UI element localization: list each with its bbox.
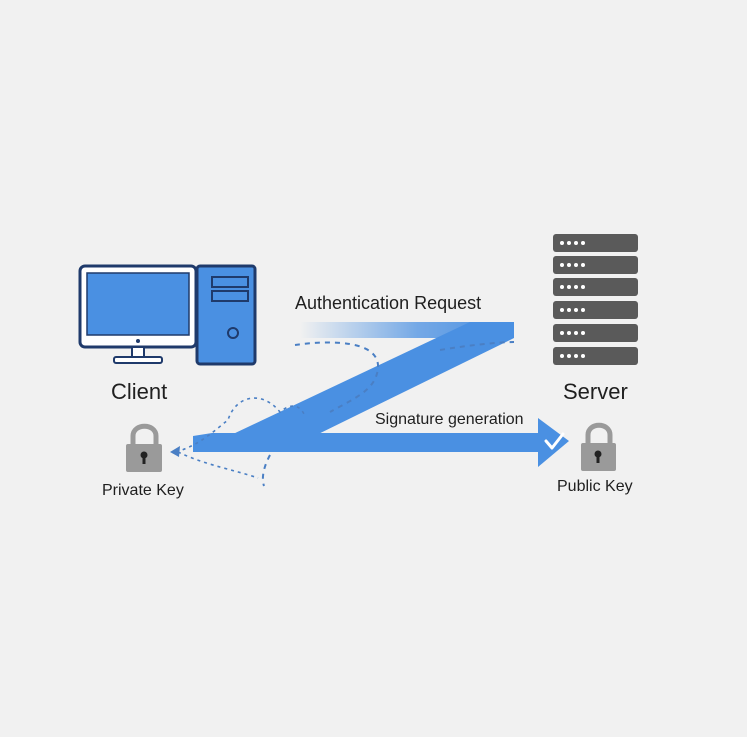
- server-unit: [553, 234, 638, 252]
- server-unit: [553, 347, 638, 365]
- signature-generation-label: Signature generation: [375, 411, 524, 428]
- dashed-cloud-path: [175, 397, 305, 479]
- server-unit: [553, 278, 638, 296]
- server-label: Server: [563, 379, 628, 404]
- server-unit: [553, 301, 638, 319]
- client-label: Client: [111, 379, 168, 404]
- checkmark-icon: [544, 432, 565, 450]
- dashed-signal-path: [261, 341, 515, 487]
- dashed-arrow-head: [170, 446, 180, 457]
- public-key-label: Public Key: [557, 478, 633, 495]
- padlock-icon: [581, 422, 616, 471]
- desktop-computer-icon: [78, 264, 257, 366]
- server-unit: [553, 256, 638, 274]
- padlock-icon: [126, 423, 162, 472]
- request-flow-arrow: [193, 322, 569, 467]
- server-unit: [553, 324, 638, 342]
- auth-request-label: Authentication Request: [295, 293, 482, 313]
- server-rack-icon: [553, 234, 638, 365]
- private-key-label: Private Key: [102, 482, 184, 499]
